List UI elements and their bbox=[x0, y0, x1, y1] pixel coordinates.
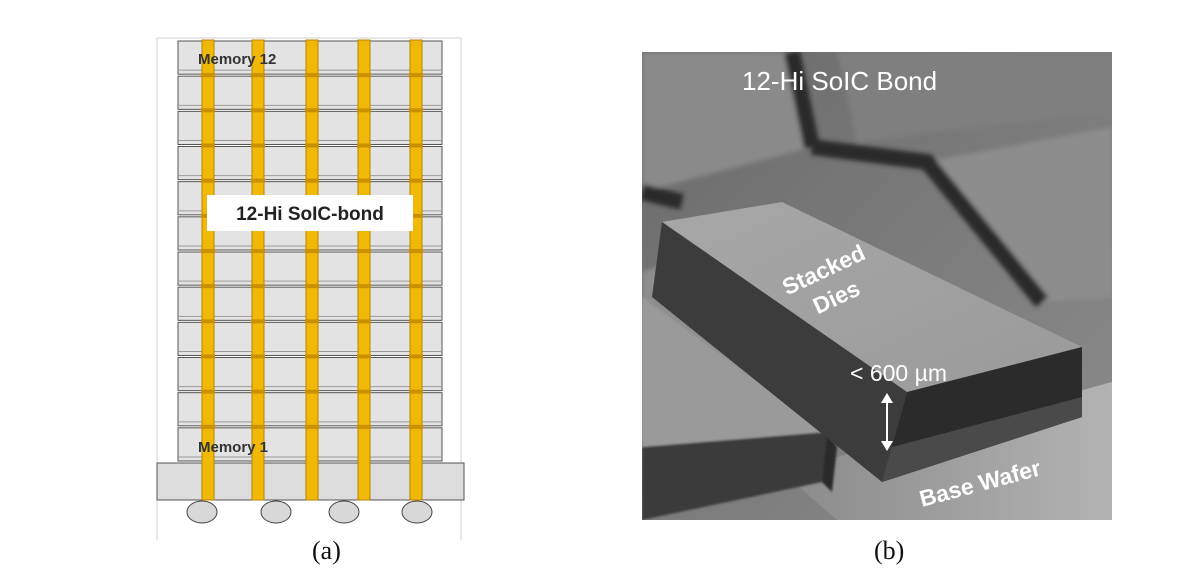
micro-bond bbox=[409, 249, 423, 253]
micro-bond bbox=[357, 284, 371, 289]
micro-bond bbox=[305, 424, 319, 429]
micro-bond bbox=[305, 73, 319, 78]
tsv bbox=[251, 39, 265, 501]
micro-bond bbox=[409, 424, 423, 429]
micro-bond bbox=[251, 178, 265, 183]
stacked-die-left-side bbox=[652, 222, 907, 482]
stacked-die-front-band bbox=[882, 397, 1082, 482]
micro-bond bbox=[305, 143, 319, 148]
stack-photo: 12-Hi SoIC Bond Stacked Dies < 600 µm Ba… bbox=[642, 52, 1112, 520]
micro-bond bbox=[305, 108, 319, 113]
memory-1-label: Memory 1 bbox=[198, 439, 268, 456]
micro-bond bbox=[409, 284, 423, 289]
micro-bond bbox=[357, 178, 371, 183]
micro-bond bbox=[201, 249, 215, 253]
micro-bond bbox=[409, 178, 423, 183]
bg-die-upper-left bbox=[642, 52, 812, 192]
micro-bond bbox=[305, 178, 319, 183]
micro-bond bbox=[305, 249, 319, 253]
photo-title: 12-Hi SoIC Bond bbox=[742, 66, 937, 96]
micro-bond bbox=[409, 389, 423, 394]
micro-bond bbox=[251, 249, 265, 253]
micro-bond bbox=[409, 354, 423, 359]
micro-bond bbox=[251, 389, 265, 394]
micro-bond bbox=[251, 73, 265, 78]
caption-b: (b) bbox=[874, 536, 905, 565]
micro-bond bbox=[201, 354, 215, 359]
micro-bond bbox=[305, 284, 319, 289]
micro-bond bbox=[201, 73, 215, 78]
bg-gap-line-3 bbox=[642, 184, 684, 210]
micro-bond bbox=[251, 354, 265, 359]
micro-bond bbox=[305, 389, 319, 394]
bg-gap-line-1 bbox=[810, 139, 1049, 308]
center-label-box bbox=[207, 195, 413, 231]
micro-bond bbox=[251, 319, 265, 324]
micro-bond bbox=[201, 143, 215, 148]
micro-bond bbox=[357, 354, 371, 359]
micro-bond bbox=[201, 424, 215, 429]
solder-bump bbox=[401, 500, 433, 524]
micro-bond bbox=[409, 108, 423, 113]
micro-bond bbox=[305, 319, 319, 324]
solder-bump bbox=[328, 500, 360, 524]
micro-bond bbox=[357, 73, 371, 78]
height-label: < 600 µm bbox=[850, 360, 947, 386]
center-label: 12-Hi SoIC-bond bbox=[236, 204, 384, 225]
micro-bond bbox=[357, 108, 371, 113]
micro-bond bbox=[251, 108, 265, 113]
solder-bump bbox=[260, 500, 292, 524]
solder-bump bbox=[186, 500, 218, 524]
micro-bond bbox=[409, 143, 423, 148]
left-die-top bbox=[642, 297, 827, 447]
bg-gap-line-2 bbox=[784, 52, 820, 149]
micro-bond bbox=[201, 178, 215, 183]
micro-bond bbox=[357, 249, 371, 253]
height-arrow bbox=[881, 393, 893, 451]
micro-bond bbox=[251, 143, 265, 148]
tsv bbox=[357, 39, 371, 501]
micro-bond bbox=[201, 389, 215, 394]
micro-bond bbox=[201, 284, 215, 289]
micro-bond bbox=[201, 319, 215, 324]
bg-die-right bbox=[927, 127, 1112, 302]
micro-bond bbox=[409, 319, 423, 324]
tsv bbox=[409, 39, 423, 501]
solder-bumps bbox=[186, 500, 433, 524]
tsv bbox=[201, 39, 215, 501]
micro-bond bbox=[357, 319, 371, 324]
bg-die-upper-right bbox=[837, 52, 1112, 142]
caption-a: (a) bbox=[312, 536, 341, 565]
micro-bond bbox=[201, 108, 215, 113]
micro-bond bbox=[409, 73, 423, 78]
left-die-edge bbox=[822, 432, 837, 492]
micro-bond bbox=[305, 354, 319, 359]
micro-bond bbox=[357, 424, 371, 429]
stacked-die-top bbox=[662, 202, 1082, 392]
memory-12-label: Memory 12 bbox=[198, 51, 276, 68]
micro-bond bbox=[357, 389, 371, 394]
left-die-side bbox=[642, 432, 827, 520]
micro-bond bbox=[409, 213, 423, 218]
micro-bond bbox=[251, 284, 265, 289]
tsv bbox=[305, 39, 319, 501]
micro-bond bbox=[251, 424, 265, 429]
stack-schematic: Memory 12 Memory 1 12-Hi SoIC-bond bbox=[156, 37, 465, 540]
micro-bond bbox=[357, 143, 371, 148]
